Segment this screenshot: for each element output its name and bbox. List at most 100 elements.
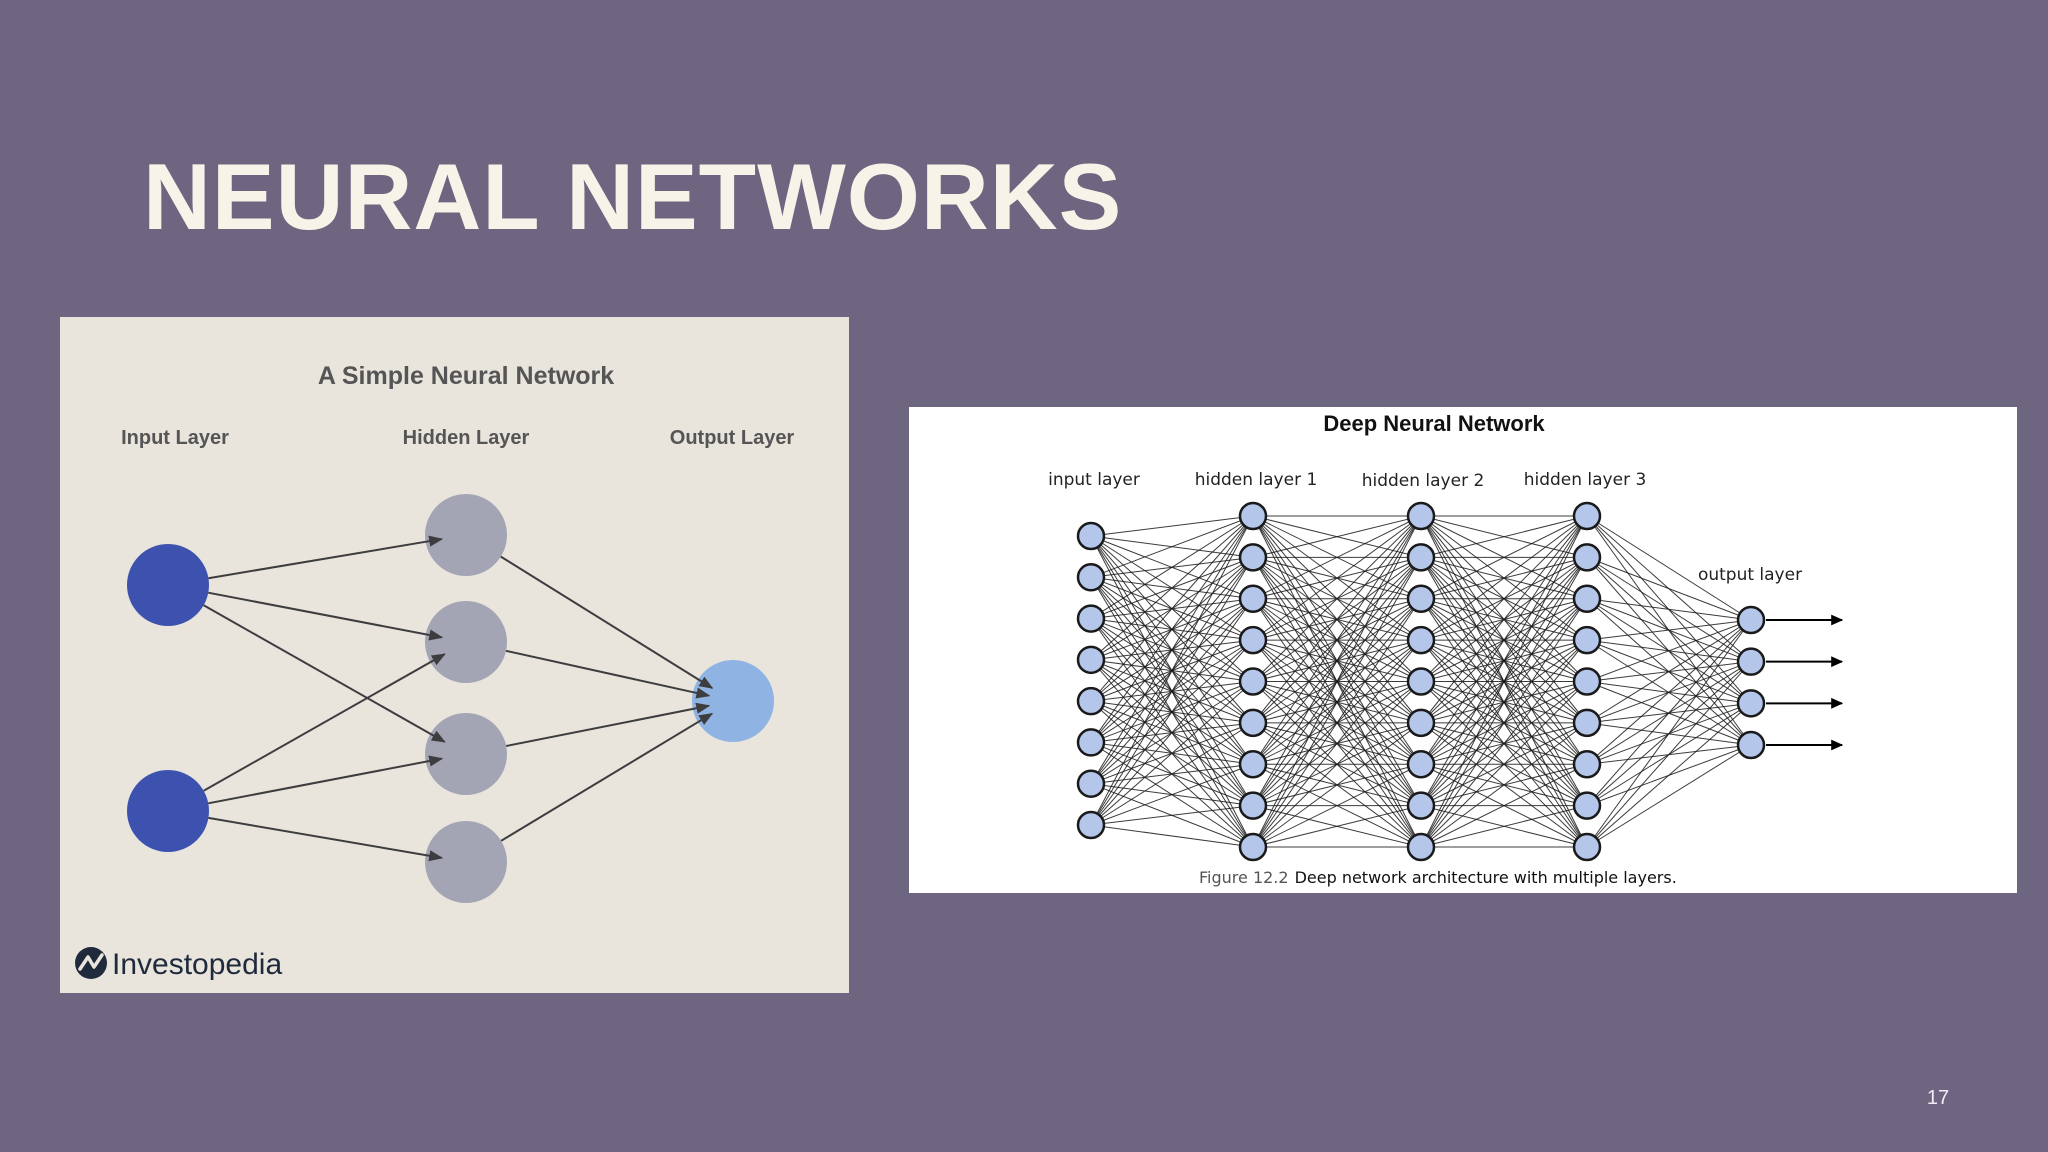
deep-edge <box>1586 556 1752 621</box>
deep-edge <box>1252 515 1422 848</box>
deep-edge <box>1090 763 1254 826</box>
deep-edge <box>1420 515 1588 724</box>
deep-edge <box>1252 515 1422 558</box>
deep-hidden-2-node <box>1406 791 1436 820</box>
deep-edge <box>1420 515 1588 848</box>
simple-input-node <box>127 770 209 852</box>
deep-hidden-1-node <box>1238 584 1268 613</box>
deep-hidden-1-node <box>1238 543 1268 572</box>
deep-input-node <box>1076 769 1106 798</box>
figure-caption-number: Figure 12.2 <box>1199 868 1289 887</box>
deep-edge <box>1420 515 1588 765</box>
deep-edge <box>1586 598 1752 621</box>
simple-edge <box>505 649 711 699</box>
simple-hidden-node <box>425 821 507 903</box>
simple-edge <box>208 816 444 862</box>
deep-edge <box>1420 681 1588 848</box>
deep-hidden-2-node <box>1406 750 1436 779</box>
deep-hidden-3-node <box>1572 708 1602 738</box>
deep-edge <box>1420 598 1588 848</box>
deep-edge <box>1420 763 1588 848</box>
deep-hidden-3-node <box>1572 791 1602 820</box>
deep-hidden-2-node <box>1406 501 1436 531</box>
deep-edge <box>1420 515 1588 682</box>
deep-network-title: Deep Neural Network <box>1323 411 1545 436</box>
deep-edge <box>1090 722 1254 826</box>
investopedia-logo-text: Investopedia <box>112 948 282 981</box>
deep-edge <box>1420 557 1588 848</box>
deep-input-node <box>1076 604 1106 633</box>
simple-network-edges <box>203 535 714 862</box>
deep-edge <box>1586 619 1752 682</box>
deep-edge <box>1252 515 1422 600</box>
deep-edge <box>1090 515 1254 661</box>
deep-edge <box>1090 598 1254 826</box>
deep-edge <box>1420 515 1588 600</box>
simple-edge <box>208 591 444 641</box>
deep-network-diagram: Deep Neural Network input layer hidden l… <box>909 407 2017 893</box>
deep-hidden-2-node <box>1406 667 1436 696</box>
deep-edge <box>1090 515 1254 578</box>
deep-edge <box>1420 515 1588 558</box>
deep-edge <box>1252 805 1422 848</box>
deep-output-layer-label: output layer <box>1698 565 1802 585</box>
deep-hidden-1-node <box>1238 625 1268 655</box>
deep-edge <box>1252 515 1422 765</box>
simple-edge <box>208 535 444 580</box>
deep-edge <box>1252 515 1422 682</box>
deep-edge <box>1252 681 1422 848</box>
simple-hidden-node <box>425 601 507 683</box>
deep-edge <box>1252 515 1422 641</box>
page-number: 17 <box>1926 1087 1950 1109</box>
deep-hidden-2-node <box>1406 708 1436 738</box>
simple-input-layer-label: Input Layer <box>121 427 229 449</box>
deep-edge <box>1090 681 1254 826</box>
investopedia-logo-icon <box>75 947 107 979</box>
deep-network-edges <box>1090 515 1752 848</box>
deep-input-node <box>1076 686 1106 716</box>
deep-edge <box>1586 515 1752 621</box>
deep-edge <box>1586 619 1752 806</box>
simple-edge <box>506 702 711 747</box>
deep-edge <box>1252 515 1422 724</box>
deep-edge <box>1252 515 1422 806</box>
simple-network-svg: A Simple Neural Network Input Layer Hidd… <box>75 362 794 981</box>
deep-edge <box>1090 515 1254 826</box>
deep-edge <box>1420 722 1588 848</box>
deep-hidden-layer-3-label: hidden layer 3 <box>1524 470 1647 490</box>
deep-output-node <box>1736 647 1766 676</box>
deep-hidden-3-node <box>1572 667 1602 696</box>
simple-output-node <box>692 660 774 742</box>
deep-edge <box>1420 515 1588 806</box>
deep-edge <box>1090 639 1254 826</box>
deep-hidden-1-node <box>1238 750 1268 779</box>
deep-input-layer-label: input layer <box>1048 470 1140 490</box>
deep-edge <box>1090 515 1254 743</box>
deep-hidden-2-node <box>1406 832 1436 862</box>
figure-caption-text: Deep network architecture with multiple … <box>1295 868 1677 887</box>
deep-edge <box>1420 515 1588 641</box>
simple-hidden-layer-label: Hidden Layer <box>403 427 530 449</box>
simple-input-node <box>127 544 209 626</box>
deep-hidden-3-node <box>1572 543 1602 572</box>
deep-input-node <box>1076 645 1106 675</box>
deep-edge <box>1090 515 1254 702</box>
deep-edge <box>1586 619 1752 765</box>
deep-hidden-layer-2-label: hidden layer 2 <box>1362 471 1485 491</box>
deep-hidden-1-node <box>1238 832 1268 862</box>
deep-input-node <box>1076 810 1106 840</box>
deep-edge <box>1252 557 1422 848</box>
deep-input-node <box>1076 521 1106 551</box>
simple-hidden-node <box>425 713 507 795</box>
deep-hidden-1-node <box>1238 501 1268 531</box>
deep-edge <box>1586 744 1752 848</box>
simple-edge <box>208 755 444 805</box>
deep-edge <box>1090 805 1254 826</box>
simple-network-title: A Simple Neural Network <box>318 362 614 390</box>
deep-hidden-3-node <box>1572 750 1602 779</box>
simple-edge <box>203 604 446 743</box>
deep-input-node <box>1076 563 1106 592</box>
deep-edge <box>1586 619 1752 641</box>
deep-network-nodes <box>1076 501 1844 862</box>
deep-edge <box>1252 598 1422 848</box>
